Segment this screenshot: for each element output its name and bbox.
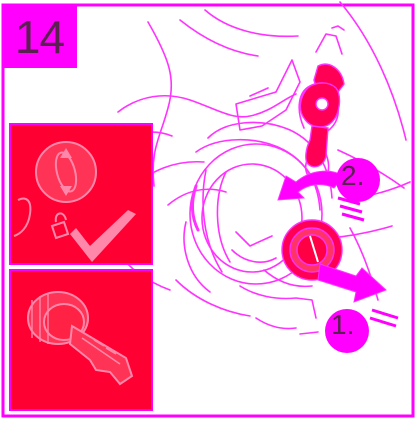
inset-key-panel — [10, 270, 152, 410]
inset-adjust-panel — [10, 124, 152, 264]
step-number: 14 — [3, 6, 76, 67]
callout-label-1: 1. — [331, 311, 354, 339]
callout-label-2: 2. — [341, 162, 364, 190]
